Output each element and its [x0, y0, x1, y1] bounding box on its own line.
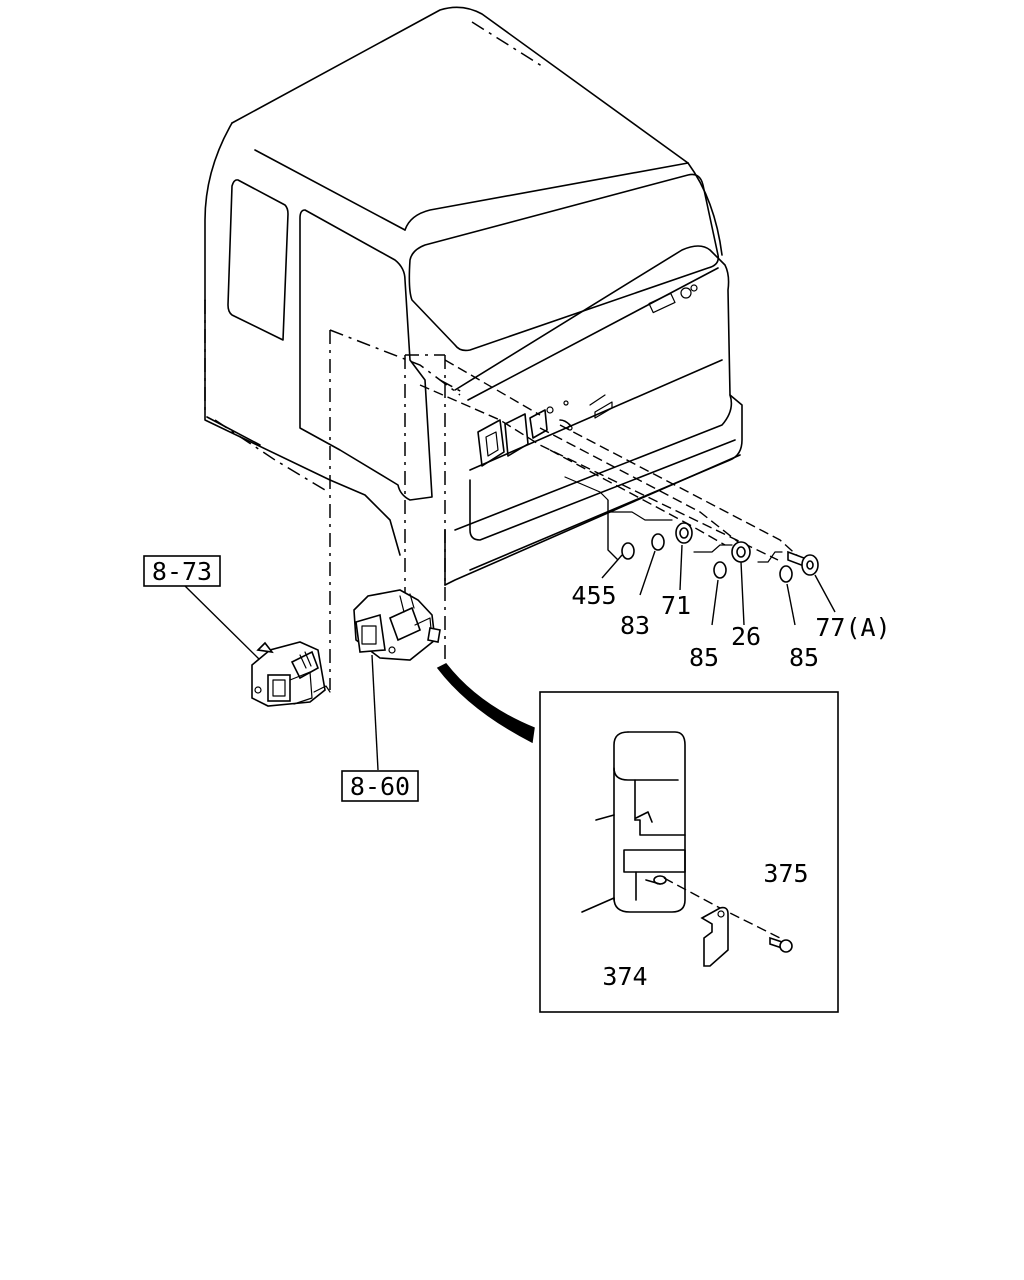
phantom-lines	[204, 21, 801, 690]
callout-85-right: 85	[789, 643, 819, 672]
hardware-parts	[609, 511, 819, 583]
plug-455	[621, 542, 635, 560]
grommet-71	[675, 522, 693, 544]
callout-26: 26	[731, 622, 761, 651]
plug-83	[651, 533, 665, 551]
callout-83: 83	[620, 611, 650, 640]
callout-85-left: 85	[689, 643, 719, 672]
ref-box-8-60: 8-60	[341, 770, 419, 802]
nut-26	[731, 541, 751, 563]
ref-label-8-60: 8-60	[350, 772, 410, 801]
plug-85-right	[779, 565, 793, 583]
callout-71: 71	[661, 591, 691, 620]
detail-pointer-arrow	[436, 663, 535, 744]
truck-cab	[204, 6, 743, 586]
callout-77a: 77(A)	[815, 613, 890, 642]
ref-label-8-73: 8-73	[152, 557, 212, 586]
ref-box-8-73: 8-73	[143, 555, 221, 587]
bolt-77a	[787, 550, 819, 576]
assembly-8-73	[251, 641, 331, 707]
assembly-8-60	[353, 589, 441, 661]
detail-inset: 375 374	[539, 691, 839, 1013]
plug-85-left	[713, 561, 727, 579]
callout-374: 374	[602, 962, 647, 991]
callout-375: 375	[763, 859, 808, 888]
callout-455: 455	[571, 581, 616, 610]
